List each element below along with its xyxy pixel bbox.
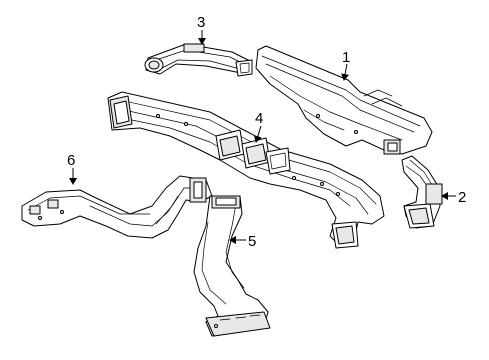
callout-1: 1: [342, 49, 350, 66]
callout-5: 5: [248, 233, 256, 250]
leader-line-4: [253, 125, 262, 143]
part-3-duct: [144, 43, 253, 77]
part-2-duct: [401, 155, 443, 229]
part-1-duct: [255, 45, 433, 155]
part-6-duct: [21, 175, 213, 239]
callout-2: 2: [458, 189, 466, 206]
leader-line-1: [341, 63, 350, 81]
part-5-duct: [193, 195, 271, 337]
callout-6: 6: [67, 152, 75, 169]
callout-3: 3: [197, 14, 205, 31]
callout-4: 4: [255, 110, 263, 127]
